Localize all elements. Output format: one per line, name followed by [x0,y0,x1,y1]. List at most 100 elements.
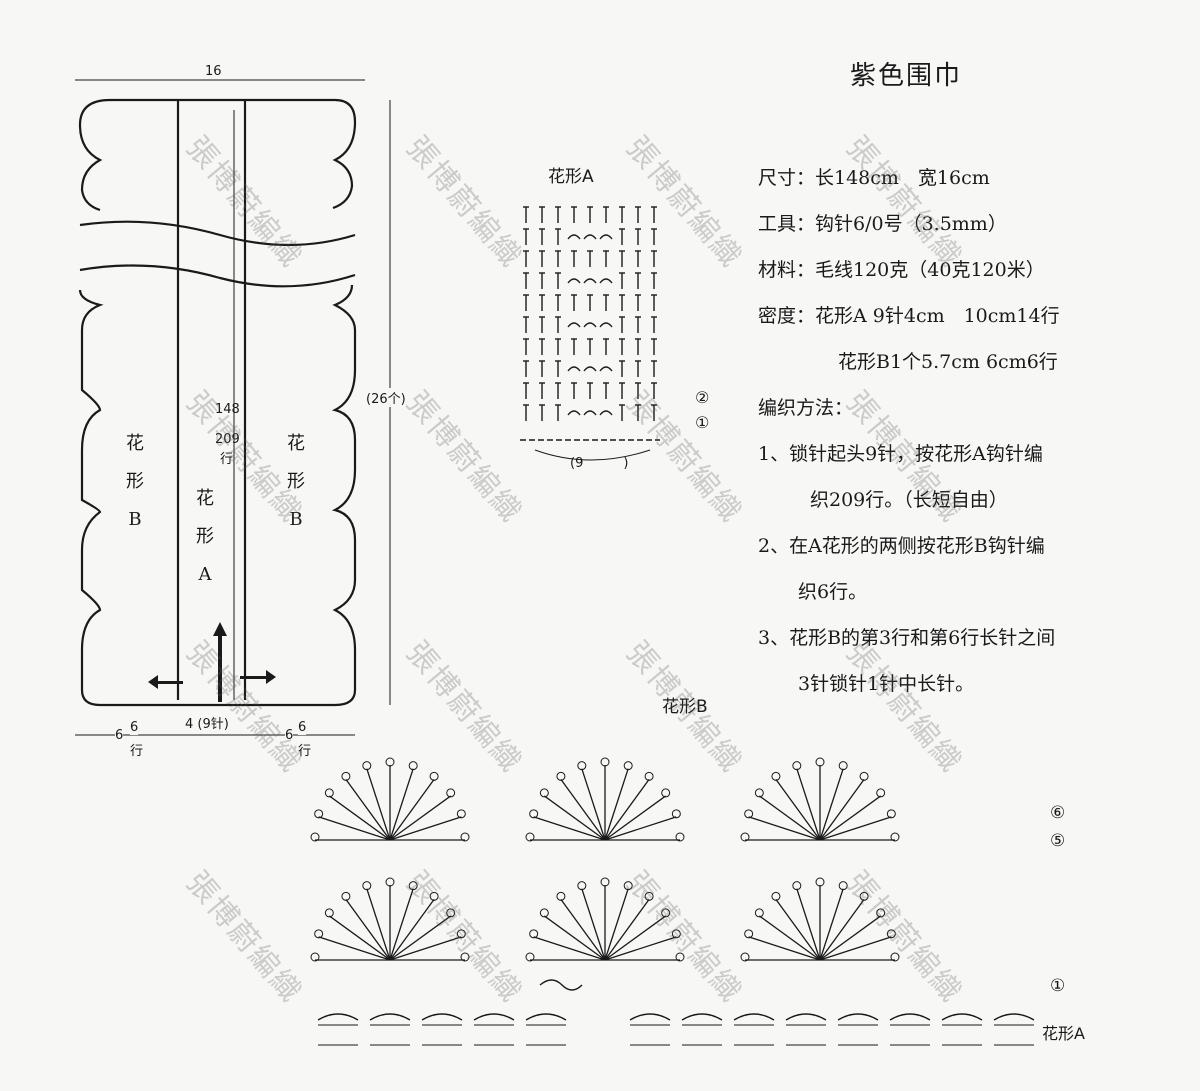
chain-arc-symbol [629,1013,671,1021]
chart-b-label: 花形B [662,697,708,717]
chart-a-row2: ② [695,388,710,407]
fan-stitch-symbol [560,778,606,841]
fan-stitch-symbol [328,795,391,841]
fan-stitch-symbol [819,778,865,841]
picot-symbol [429,771,439,781]
picot-symbol [744,929,754,939]
chain-arc-symbol [599,366,613,372]
fan-stitch-symbol [389,795,452,841]
fan-stitch-symbol [604,816,677,841]
chart-b-row1: ① [1050,976,1066,996]
fan-stitch-symbol [389,888,414,961]
spec-size: 尺寸：长148cm 宽16cm [758,167,990,189]
picot-symbol [815,757,825,767]
picot-symbol [859,771,869,781]
picot-symbol [671,809,681,819]
fan-stitch-symbol [819,915,882,961]
picot-symbol [456,929,466,939]
break-line-top [79,220,356,247]
bottom-left-rows: 6 [130,720,139,735]
length-label: 148 [215,402,240,417]
chain-arc-symbol [421,1013,463,1021]
bottom-right-width: 6 [285,728,294,743]
picot-symbol [771,891,781,901]
picot-symbol [525,832,535,842]
fan-stitch-symbol [366,888,391,961]
chart-b-bottom-label: 花形A [1042,1024,1085,1043]
chain-arc-symbol [567,366,581,372]
picot-symbol [675,952,685,962]
fan-stitch-symbol [604,915,667,961]
chart-a-row1: ① [695,413,710,432]
chain-arc-symbol [567,410,581,416]
fan-stitch-symbol [543,795,606,841]
picot-symbol [771,771,781,781]
picot-symbol [644,771,654,781]
picot-symbol [675,832,685,842]
picot-symbol [754,788,764,798]
fan-stitch-symbol [366,768,391,841]
fan-stitch-symbol [328,915,391,961]
fan-stitch-symbol [775,898,821,961]
step2-line1: 2、在A花形的两侧按花形B钩针编 [758,535,1045,557]
rows-label: 209 [215,432,240,447]
chain-arc-symbol [567,278,581,284]
picot-symbol [460,832,470,842]
picot-symbol [429,891,439,901]
picot-symbol [600,877,610,887]
chain-arc-symbol [941,1013,983,1021]
picot-symbol [446,788,456,798]
chain-arc-symbol [599,278,613,284]
picot-symbol [671,929,681,939]
spec-gauge-b: 花形B1个5.7cm 6cm6行 [838,351,1058,373]
picot-symbol [310,952,320,962]
bottom-left-width: 6 [115,728,124,743]
fan-stitch-symbol [604,795,667,841]
picot-symbol [385,757,395,767]
fan-stitch-symbol [318,816,391,841]
picot-symbol [539,908,549,918]
fan-stitch-symbol [758,915,821,961]
break-symbol [539,979,583,991]
specs-block: 尺寸：长148cm 宽16cm 工具：钩针6/0号（3.5mm） 材料：毛线12… [758,155,1188,707]
fan-stitch-symbol [796,888,821,961]
picot-symbol [838,761,848,771]
chain-arc-symbol [473,1013,515,1021]
picot-symbol [341,771,351,781]
picot-symbol [324,788,334,798]
chain-arc-symbol [993,1013,1035,1021]
picot-symbol [744,809,754,819]
picot-symbol [740,952,750,962]
picot-symbol [456,809,466,819]
method-title: 编织方法： [758,397,854,419]
picot-symbol [446,908,456,918]
spec-gauge-a: 密度：花形A 9针4cm 10cm14行 [758,305,1060,327]
chain-arc-symbol [599,322,613,328]
step1-line2: 织209行。（长短自由） [810,489,1008,511]
repeat-count: (26个) [366,388,406,407]
fan-stitch-symbol [389,898,435,961]
chain-arc-symbol [583,410,597,416]
fan-stitch-symbol [389,936,462,961]
fan-stitch-symbol [345,898,391,961]
fan-stitch-symbol [533,816,606,841]
fan-stitch-symbol [819,816,892,841]
fan-stitch-symbol [604,888,629,961]
fan-stitch-symbol [560,898,606,961]
chain-arc-symbol [369,1013,411,1021]
picot-symbol [577,881,587,891]
picot-symbol [529,929,539,939]
fan-stitch-symbol [581,768,606,841]
picot-symbol [890,952,900,962]
fan-stitch-symbol [389,816,462,841]
picot-symbol [310,832,320,842]
fan-stitch-symbol [604,936,677,961]
spec-material: 材料：毛线120克（40克120米） [758,259,1045,281]
break-line-bottom [79,264,356,288]
fan-stitch-symbol [748,816,821,841]
fan-stitch-symbol [389,768,414,841]
picot-symbol [539,788,549,798]
fan-stitch-symbol [345,778,391,841]
picot-symbol [529,809,539,819]
